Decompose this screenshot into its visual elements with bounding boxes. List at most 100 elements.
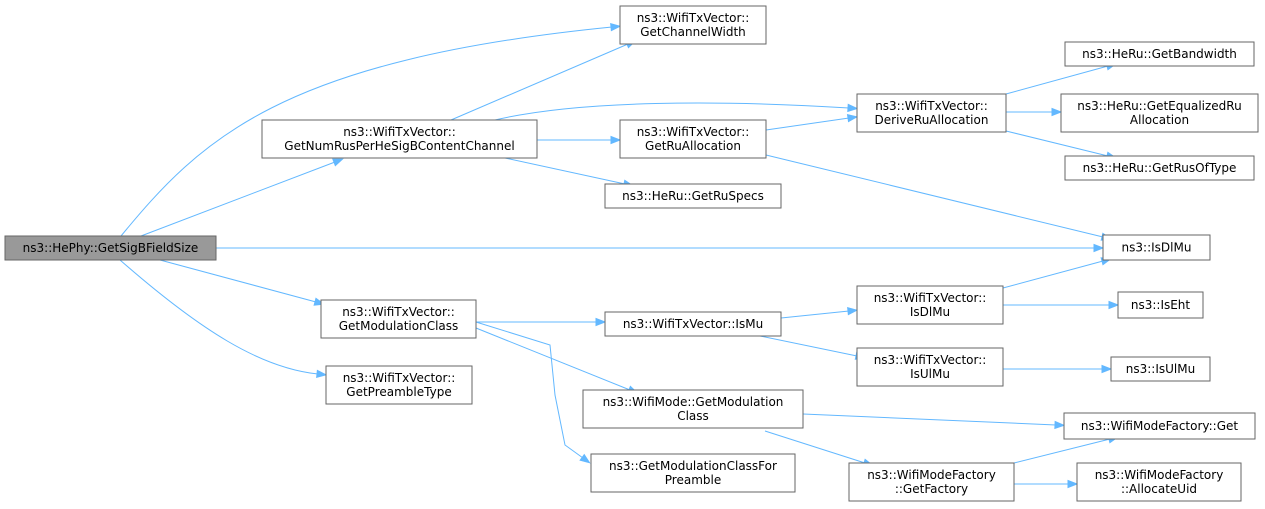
- node-label-line: ns3::WifiModeFactory: [867, 468, 996, 482]
- node-get-preamble[interactable]: ns3::WifiTxVector::GetPreambleType: [325, 365, 473, 405]
- node-get-ru-specs[interactable]: ns3::HeRu::GetRuSpecs: [604, 183, 782, 209]
- node-label-line: ns3::HeRu::GetEqualizedRu: [1077, 99, 1241, 113]
- node-label-line: Preamble: [665, 473, 721, 487]
- node-box: [1076, 462, 1242, 502]
- node-label-line: ns3::WifiModeFactory: [1095, 468, 1224, 482]
- edge-derive-ru-to-get-rus-of-type: [1005, 130, 1109, 157]
- node-box: [619, 119, 767, 159]
- arrowhead-tx-is-dl-mu-to-is-eht: [1108, 300, 1120, 310]
- node-box: [856, 347, 1004, 387]
- node-box: [1110, 356, 1211, 382]
- edge-get-num-rus-to-derive-ru: [494, 102, 850, 121]
- node-tx-is-dl-mu[interactable]: ns3::WifiTxVector::IsDlMu: [856, 285, 1004, 325]
- node-box: [856, 93, 1007, 133]
- node-label-line: ns3::WifiModeFactory::Get: [1081, 419, 1238, 433]
- node-box: [325, 365, 473, 405]
- node-label-line: IsUlMu: [910, 367, 950, 381]
- node-label-line: GetRuAllocation: [645, 139, 741, 153]
- edge-get-num-rus-to-get-ru-specs: [504, 157, 626, 185]
- node-box: [261, 119, 538, 159]
- node-box: [1064, 155, 1255, 181]
- node-label-line: GetChannelWidth: [640, 25, 746, 39]
- arrowhead-root-to-get-num-rus: [332, 158, 344, 167]
- node-get-rus-of-type[interactable]: ns3::HeRu::GetRusOfType: [1064, 155, 1255, 181]
- node-box: [1063, 412, 1256, 440]
- node-label-line: ns3::WifiTxVector::: [343, 125, 456, 139]
- node-label-line: ns3::IsEht: [1131, 298, 1191, 312]
- arrowhead-get-factory-to-allocate-uid: [1067, 479, 1079, 489]
- node-label-line: Class: [677, 409, 709, 423]
- node-label-line: ::GetFactory: [895, 482, 968, 496]
- node-root[interactable]: ns3::HePhy::GetSigBFieldSize: [4, 235, 217, 261]
- node-derive-ru[interactable]: ns3::WifiTxVector::DeriveRuAllocation: [856, 93, 1007, 133]
- edge-get-mod-class-to-get-mod-class-for-preamble: [475, 321, 584, 459]
- node-label-line: ns3::WifiTxVector::: [874, 353, 987, 367]
- arrowhead-get-mod-class-to-get-mod-class-for-preamble: [579, 453, 591, 464]
- node-label-line: GetPreambleType: [346, 385, 451, 399]
- node-get-num-rus[interactable]: ns3::WifiTxVector::GetNumRusPerHeSigBCon…: [261, 119, 538, 159]
- node-get-bandwidth[interactable]: ns3::HeRu::GetBandwidth: [1064, 41, 1255, 67]
- node-label-line: ns3::GetModulationClassFor: [609, 459, 777, 473]
- edge-is-mu-to-tx-is-ul-mu: [759, 335, 858, 357]
- arrowhead-is-mu-to-tx-is-dl-mu: [847, 306, 859, 316]
- node-tx-is-ul-mu[interactable]: ns3::WifiTxVector::IsUlMu: [856, 347, 1004, 387]
- node-factory-get[interactable]: ns3::WifiModeFactory::Get: [1063, 412, 1256, 440]
- node-box: [1102, 234, 1211, 261]
- arrowhead-root-to-get-channel-width: [610, 22, 622, 32]
- node-label-line: GetNumRusPerHeSigBContentChannel: [284, 139, 514, 153]
- node-get-mod-class[interactable]: ns3::WifiTxVector::GetModulationClass: [320, 299, 477, 339]
- node-box: [320, 299, 477, 339]
- node-label-line: ns3::HePhy::GetSigBFieldSize: [23, 241, 199, 255]
- node-label-line: ns3::WifiTxVector::IsMu: [623, 317, 763, 331]
- node-box: [582, 389, 804, 429]
- edge-get-mod-class-to-mode-get-mod-class: [475, 327, 631, 391]
- node-box: [604, 311, 782, 337]
- node-box: [1064, 41, 1255, 67]
- node-label-line: ns3::WifiMode::GetModulation: [603, 395, 784, 409]
- edge-tx-is-dl-mu-to-is-dl-mu-free: [1002, 260, 1104, 289]
- node-label-line: GetModulationClass: [339, 319, 459, 333]
- node-box: [4, 235, 217, 261]
- arrowhead-mode-get-mod-class-to-factory-get: [1054, 420, 1066, 430]
- node-label-line: ::AllocateUid: [1121, 482, 1197, 496]
- edge-root-to-get-preamble: [119, 259, 319, 375]
- node-box: [590, 453, 796, 493]
- edge-root-to-get-channel-width: [120, 26, 613, 237]
- edge-root-to-get-num-rus: [140, 161, 336, 237]
- node-is-eht[interactable]: ns3::IsEht: [1117, 291, 1204, 319]
- node-get-channel-width[interactable]: ns3::WifiTxVector::GetChannelWidth: [619, 5, 767, 45]
- node-label-line: Allocation: [1130, 113, 1189, 127]
- arrowhead-get-num-rus-to-get-ru-alloc: [610, 135, 622, 145]
- node-label-line: ns3::HeRu::GetRuSpecs: [622, 189, 764, 203]
- arrowhead-get-num-rus-to-derive-ru: [847, 103, 859, 113]
- node-label-line: DeriveRuAllocation: [875, 113, 989, 127]
- node-label-line: ns3::HeRu::GetRusOfType: [1083, 161, 1237, 175]
- node-label-line: ns3::WifiTxVector::: [637, 11, 750, 25]
- node-label-line: ns3::IsUlMu: [1126, 362, 1195, 376]
- node-box: [848, 462, 1015, 502]
- node-get-ru-alloc[interactable]: ns3::WifiTxVector::GetRuAllocation: [619, 119, 767, 159]
- edge-get-ru-alloc-to-is-dl-mu-free: [765, 154, 1104, 238]
- node-label-line: ns3::WifiTxVector::: [343, 371, 456, 385]
- node-mode-get-mod-class[interactable]: ns3::WifiMode::GetModulationClass: [582, 389, 804, 429]
- node-is-dl-mu-free[interactable]: ns3::IsDlMu: [1102, 234, 1211, 261]
- edge-is-mu-to-tx-is-dl-mu: [780, 310, 850, 319]
- node-is-ul-mu-free[interactable]: ns3::IsUlMu: [1110, 356, 1211, 382]
- node-allocate-uid[interactable]: ns3::WifiModeFactory::AllocateUid: [1076, 462, 1242, 502]
- edge-derive-ru-to-get-bandwidth: [1005, 65, 1109, 95]
- arrowhead-root-to-is-dl-mu-free: [1093, 243, 1105, 253]
- node-is-mu[interactable]: ns3::WifiTxVector::IsMu: [604, 311, 782, 337]
- edge-mode-get-mod-class-to-get-factory: [764, 430, 866, 464]
- node-get-factory[interactable]: ns3::WifiModeFactory::GetFactory: [848, 462, 1015, 502]
- arrowhead-derive-ru-to-get-equalized: [1051, 107, 1063, 117]
- arrowhead-get-mod-class-to-is-mu: [595, 317, 607, 327]
- node-label-line: ns3::WifiTxVector::: [637, 125, 750, 139]
- node-box: [856, 285, 1004, 325]
- node-box: [1117, 291, 1204, 319]
- node-label-line: ns3::WifiTxVector::: [874, 291, 987, 305]
- edge-get-factory-to-factory-get: [1013, 438, 1111, 464]
- edge-root-to-get-mod-class: [159, 259, 317, 303]
